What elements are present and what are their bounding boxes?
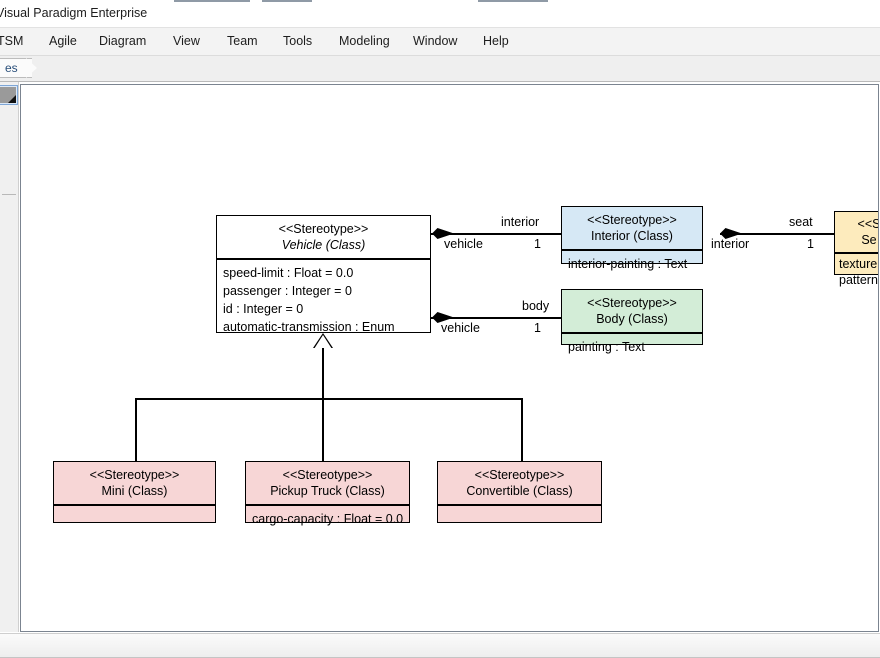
menu-item-help[interactable]: Help — [483, 34, 509, 48]
uml-class-pickup-truck-divider — [246, 504, 409, 506]
uml-class-convertible-attributes — [438, 506, 601, 515]
uml-class-vehicle-header: <<Stereotype>> Vehicle (Class) — [217, 216, 430, 258]
uml-class-vehicle-divider — [217, 258, 430, 260]
title-bar-tick-left — [174, 0, 250, 2]
uml-class-mini-name: Mini (Class) — [101, 484, 168, 498]
diagram-canvas[interactable]: interior vehicle 1 body vehicle 1 seat i… — [20, 84, 879, 632]
uml-class-convertible-name: Convertible (Class) — [466, 484, 573, 498]
uml-class-vehicle[interactable]: <<Stereotype>> Vehicle (Class) speed-lim… — [216, 215, 431, 334]
uml-class-pickup-truck-header: <<Stereotype>> Pickup Truck (Class) — [246, 462, 409, 504]
assoc-label-interior-far: interior — [501, 215, 540, 229]
assoc-line-interior-seat[interactable] — [720, 233, 857, 235]
menu-item-tsm[interactable]: TSM — [0, 34, 24, 48]
pointer-rect-icon — [0, 87, 16, 103]
title-bar-tick-right — [478, 0, 548, 2]
uml-class-interior-header: <<Stereotype>> Interior (Class) — [562, 207, 702, 249]
uml-class-interior-name: Interior (Class) — [591, 229, 673, 243]
uml-class-convertible-stereotype: <<Stereotype>> — [474, 468, 565, 482]
window-title: Visual Paradigm Enterprise — [0, 6, 148, 20]
uml-class-interior-stereotype: <<Stereotype>> — [587, 213, 677, 227]
uml-class-mini[interactable]: <<Stereotype>> Mini (Class) — [53, 461, 216, 523]
uml-class-mini-attributes — [54, 506, 215, 515]
status-bar — [0, 633, 880, 658]
generalization-arrow-fill — [314, 335, 332, 349]
menu-item-agile[interactable]: Agile — [49, 34, 77, 48]
uml-class-vehicle-attributes: speed-limit : Float = 0.0 passenger : In… — [217, 260, 430, 341]
assoc-label-body-far: body — [522, 299, 550, 313]
generalization-drop-mini[interactable] — [135, 398, 137, 461]
uml-attribute: texture : — [839, 256, 878, 271]
menu-item-diagram[interactable]: Diagram — [99, 34, 147, 48]
assoc-diamond-interior-seat — [720, 228, 742, 239]
assoc-diamond-vehicle-interior — [432, 228, 454, 239]
uml-class-interior[interactable]: <<Stereotype>> Interior (Class) interior… — [561, 206, 703, 271]
uml-class-body[interactable]: <<Stereotype>> Body (Class) painting : T… — [561, 289, 703, 354]
uml-class-interior-attributes: interior-painting : Text — [562, 251, 702, 278]
title-bar: Visual Paradigm Enterprise — [0, 0, 880, 28]
select-tool-button[interactable] — [0, 85, 18, 105]
menu-item-view[interactable]: View — [173, 34, 200, 48]
uml-class-seat-name: Se — [861, 233, 877, 247]
uml-attribute: speed-limit : Float = 0.0 — [223, 265, 354, 280]
uml-class-seat[interactable]: <<S Se texture : pattern — [834, 211, 879, 287]
uml-class-convertible[interactable]: <<Stereotype>> Convertible (Class) — [437, 461, 602, 523]
uml-class-pickup-truck-name: Pickup Truck (Class) — [270, 484, 385, 498]
assoc-line-vehicle-body[interactable] — [431, 317, 583, 319]
tool-strip-separator — [2, 194, 16, 195]
uml-class-seat-stereotype: <<S — [857, 217, 879, 231]
uml-attribute: painting : Text — [568, 339, 645, 354]
assoc-line-vehicle-interior[interactable] — [431, 233, 583, 235]
uml-class-body-stereotype: <<Stereotype>> — [587, 296, 677, 310]
menu-item-tools[interactable]: Tools — [283, 34, 313, 48]
assoc-diamond-vehicle-body — [432, 312, 454, 323]
uml-class-interior-divider — [562, 249, 702, 251]
menu-item-team[interactable]: Team — [227, 34, 258, 48]
assoc-mult-vehicle-body: 1 — [534, 321, 541, 335]
uml-class-seat-divider — [835, 252, 878, 254]
uml-attribute: interior-painting : Text — [568, 256, 688, 271]
uml-class-mini-divider — [54, 504, 215, 506]
pointer-corner-icon — [8, 95, 16, 103]
generalization-bus[interactable] — [135, 398, 522, 400]
uml-class-pickup-truck-stereotype: <<Stereotype>> — [282, 468, 373, 482]
uml-attribute: pattern — [839, 272, 878, 287]
uml-class-pickup-truck[interactable]: <<Stereotype>> Pickup Truck (Class) carg… — [245, 461, 410, 526]
breadcrumb-bar: es — [0, 56, 880, 82]
menu-item-window[interactable]: Window — [413, 34, 458, 48]
uml-class-convertible-header: <<Stereotype>> Convertible (Class) — [438, 462, 601, 504]
uml-class-vehicle-name: Vehicle (Class) — [281, 238, 366, 252]
assoc-mult-vehicle-interior: 1 — [534, 237, 541, 251]
uml-class-body-header: <<Stereotype>> Body (Class) — [562, 290, 702, 332]
uml-attribute: id : Integer = 0 — [223, 301, 304, 316]
breadcrumb-current[interactable]: es — [0, 58, 32, 78]
uml-class-pickup-truck-attributes: cargo-capacity : Float = 0.0 — [246, 506, 409, 533]
menu-bar: TSM Agile Diagram View Team Tools Modeli… — [0, 28, 880, 56]
uml-class-mini-stereotype: <<Stereotype>> — [89, 468, 180, 482]
uml-class-seat-attributes: texture : pattern — [835, 254, 878, 292]
uml-class-vehicle-stereotype: <<Stereotype>> — [278, 222, 369, 236]
generalization-trunk[interactable] — [322, 348, 324, 398]
diagram-tool-strip — [0, 82, 19, 632]
uml-attribute: automatic-transmission : Enum — [223, 319, 395, 334]
generalization-drop-pickup[interactable] — [322, 398, 324, 461]
assoc-label-vehicle-near-1: vehicle — [444, 237, 483, 251]
menu-item-modeling[interactable]: Modeling — [339, 34, 390, 48]
uml-class-body-divider — [562, 332, 702, 334]
uml-attribute: cargo-capacity : Float = 0.0 — [252, 511, 404, 526]
uml-class-convertible-divider — [438, 504, 601, 506]
title-bar-tick-mid — [262, 0, 312, 2]
assoc-label-interior-near: interior — [711, 237, 750, 251]
assoc-label-vehicle-near-2: vehicle — [441, 321, 480, 335]
assoc-label-seat-far: seat — [789, 215, 813, 229]
assoc-mult-interior-seat: 1 — [807, 237, 814, 251]
uml-class-seat-header: <<S Se — [835, 212, 879, 252]
uml-class-body-name: Body (Class) — [596, 312, 668, 326]
breadcrumb-arrow-icon — [26, 58, 37, 78]
generalization-drop-convertible[interactable] — [521, 398, 523, 461]
uml-class-body-attributes: painting : Text — [562, 334, 702, 361]
uml-attribute: passenger : Integer = 0 — [223, 283, 352, 298]
uml-class-mini-header: <<Stereotype>> Mini (Class) — [54, 462, 215, 504]
